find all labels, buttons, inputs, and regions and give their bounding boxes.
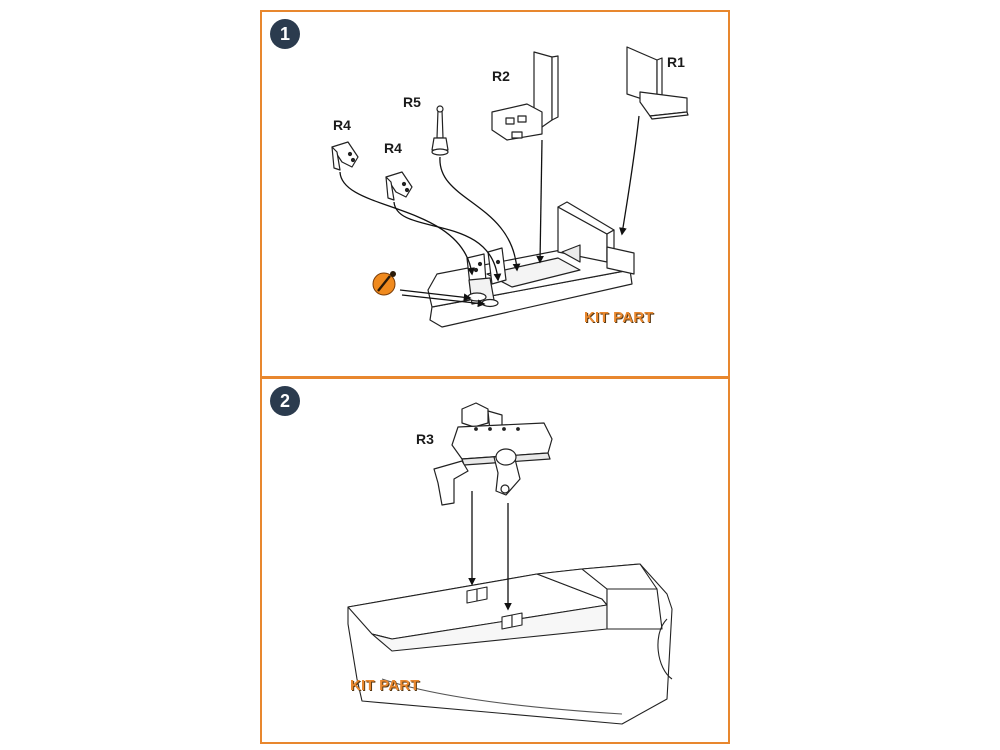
part-r3 (433, 402, 553, 506)
paint-brush-marker-icon (372, 271, 396, 296)
step-1-badge: 1 (270, 19, 300, 49)
label-r4-left: R4 (333, 117, 351, 133)
part-r4-left (331, 141, 359, 171)
kit-part-label-step-1: KIT PART (584, 309, 654, 326)
step-1-drawing (331, 46, 689, 328)
part-r2 (491, 51, 559, 141)
kit-fuselage (347, 563, 673, 725)
label-r1: R1 (667, 54, 685, 70)
step-2-panel: 2 (260, 378, 730, 744)
label-r5: R5 (403, 94, 421, 110)
step-1-arrows (339, 115, 640, 308)
label-r4-right: R4 (384, 140, 402, 156)
part-r4-right (385, 171, 413, 201)
kit-seat-tub (427, 201, 635, 328)
step-1-panel: 1 (260, 10, 730, 378)
label-r2: R2 (492, 68, 510, 84)
part-r5 (431, 105, 449, 156)
part-r1 (626, 46, 689, 120)
kit-part-label-step-2: KIT PART (350, 677, 420, 694)
step-2-arrows (468, 491, 512, 611)
step-2-badge: 2 (270, 386, 300, 416)
step-2-drawing (347, 402, 673, 725)
label-r3: R3 (416, 431, 434, 447)
